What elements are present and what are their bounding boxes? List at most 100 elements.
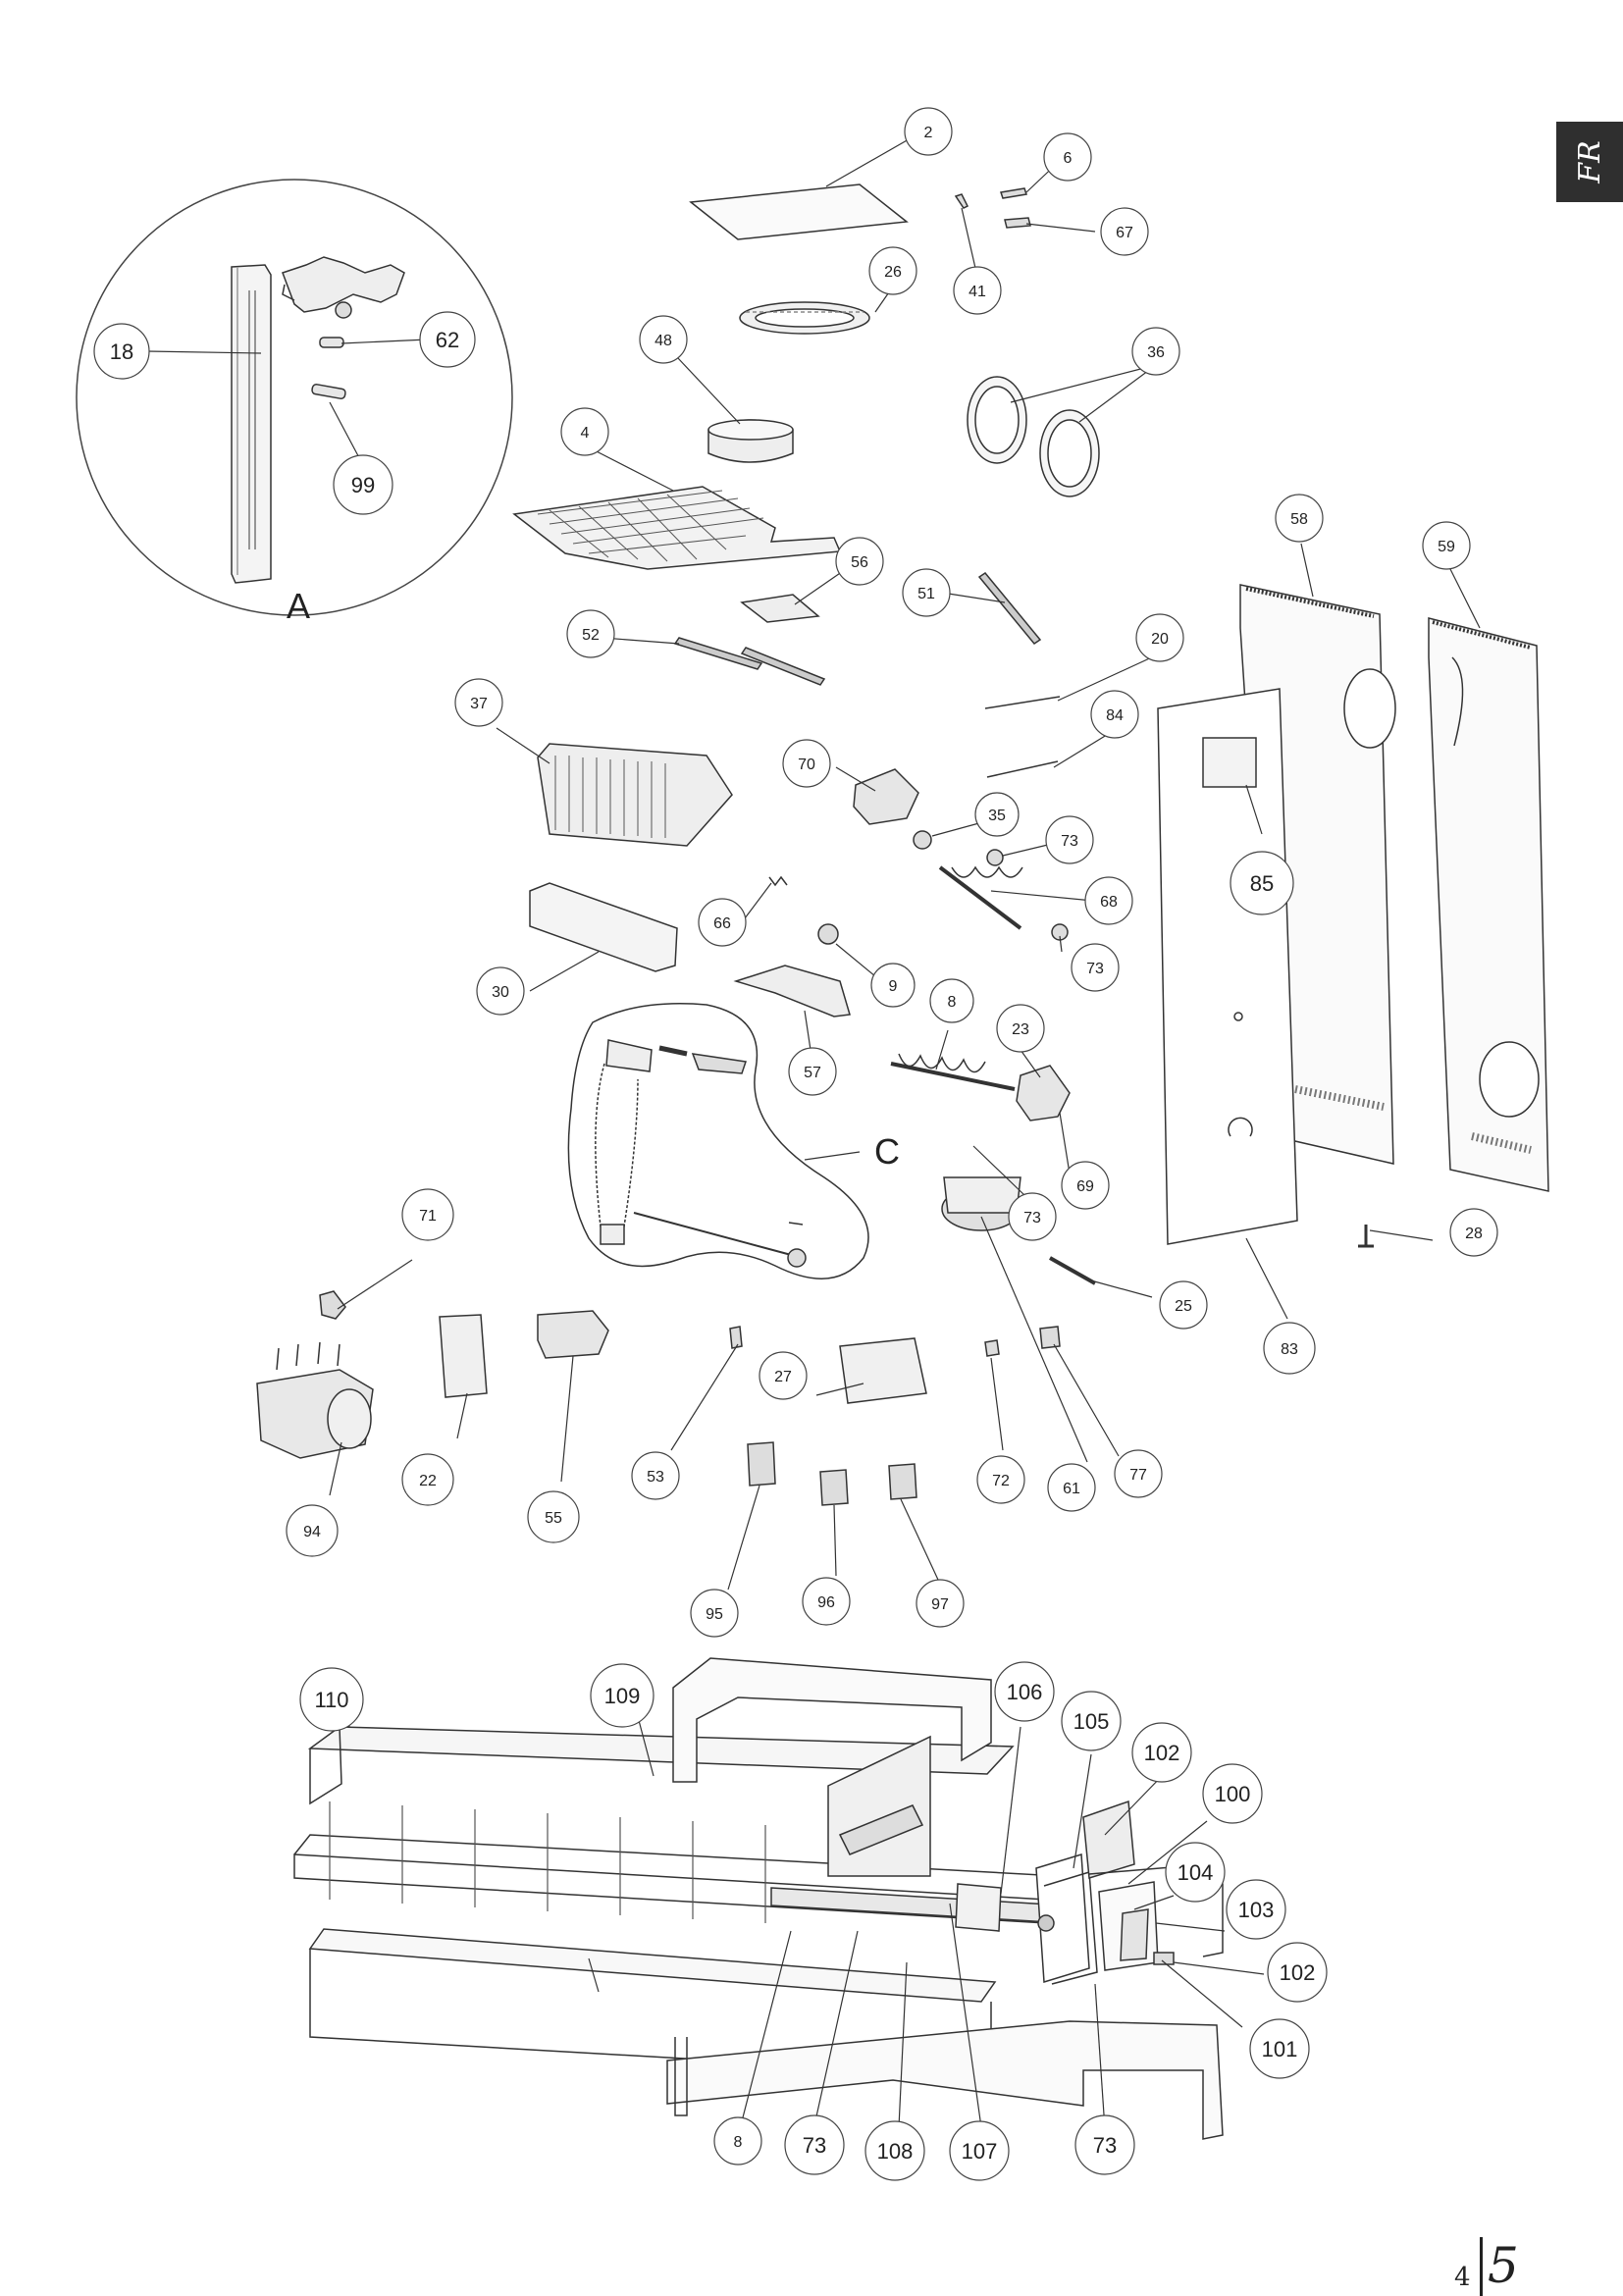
callout-c97: 97: [916, 1579, 965, 1628]
callout-circle: [1074, 2114, 1135, 2175]
callout-circle: [476, 966, 525, 1016]
callout-c106: 106: [994, 1661, 1055, 1722]
callout-c57: 57: [788, 1047, 837, 1096]
callout-circle: [902, 568, 951, 617]
callout-circle: [1084, 876, 1133, 925]
detail-c-outline: [567, 1003, 869, 1279]
callout-c73d: 73: [784, 2114, 845, 2175]
callout-circle: [788, 1047, 837, 1096]
callout-number: 8: [734, 2134, 743, 2151]
front-panel-83: [1157, 688, 1298, 1245]
callout-c109: 109: [590, 1663, 654, 1728]
callout-c62: 62: [419, 311, 476, 368]
bracket-part: [740, 594, 820, 623]
callout-circle: [93, 323, 150, 380]
callout-number: 101: [1262, 2037, 1298, 2061]
callout-circle: [527, 1490, 580, 1543]
callout-c51: 51: [902, 568, 951, 617]
detail-a-group: [76, 179, 513, 616]
callout-c48: 48: [639, 315, 688, 364]
bracket-30-part: [529, 882, 678, 972]
callout-number: 35: [988, 808, 1006, 824]
callout-number: 69: [1076, 1178, 1094, 1195]
callout-circle: [864, 2120, 925, 2181]
callout-circle: [974, 792, 1020, 837]
callout-c96: 96: [802, 1577, 851, 1626]
callout-number: 30: [492, 984, 509, 1001]
callout-number: 68: [1100, 894, 1118, 911]
callout-circle: [835, 537, 884, 586]
board-22-part: [439, 1314, 488, 1398]
callout-circle: [949, 2120, 1010, 2181]
callout-number: 22: [419, 1473, 437, 1489]
callout-c73e: 73: [1074, 2114, 1135, 2175]
callout-number: 102: [1280, 1960, 1316, 1985]
callout-circle: [1114, 1449, 1163, 1498]
callout-number: 6: [1064, 150, 1073, 167]
callout-c71: 71: [401, 1188, 454, 1241]
callout-number: 99: [351, 473, 375, 497]
callout-circle: [1100, 207, 1149, 256]
grate-hook-part: [282, 256, 405, 313]
callout-number: 84: [1106, 707, 1124, 724]
callout-number: 18: [110, 339, 133, 364]
callout-circle: [401, 1453, 454, 1506]
callout-number: 67: [1116, 225, 1133, 241]
callout-number: 52: [582, 627, 600, 644]
pin-99-part: [311, 384, 346, 399]
callout-c35: 35: [974, 792, 1020, 837]
callout-circle: [904, 107, 953, 156]
callout-number: 105: [1073, 1709, 1110, 1734]
callout-c4: 4: [560, 407, 609, 456]
callout-circle: [1045, 815, 1094, 864]
callout-number: 28: [1465, 1226, 1483, 1242]
callout-circle: [1202, 1763, 1263, 1824]
callout-circle: [1061, 1161, 1110, 1210]
callout-circle: [1090, 690, 1139, 739]
callout-circle: [286, 1504, 339, 1557]
callout-circle: [690, 1589, 739, 1638]
callout-circle: [566, 609, 615, 658]
callout-circle: [1131, 1722, 1192, 1783]
callout-c52: 52: [566, 609, 615, 658]
callout-circle: [1131, 327, 1180, 376]
callout-c107: 107: [949, 2120, 1010, 2181]
callout-circle: [698, 898, 747, 947]
callout-c23: 23: [996, 1004, 1045, 1053]
callout-number: 71: [419, 1208, 437, 1225]
callout-c67: 67: [1100, 207, 1149, 256]
callout-number: 73: [1023, 1210, 1041, 1226]
page-number-divider: [1480, 2237, 1483, 2296]
callout-c27: 27: [759, 1351, 808, 1400]
callout-c103: 103: [1226, 1879, 1286, 1940]
callout-number: 53: [647, 1469, 664, 1486]
callout-number: 4: [581, 425, 590, 442]
callout-circle: [1230, 851, 1294, 915]
callout-circle: [994, 1661, 1055, 1722]
callout-c9: 9: [870, 963, 916, 1008]
callout-c28: 28: [1449, 1208, 1498, 1257]
callout-c102a: 102: [1131, 1722, 1192, 1783]
callout-c58: 58: [1275, 494, 1324, 543]
callout-number: 100: [1215, 1782, 1251, 1806]
detail-a-circle: [76, 179, 513, 616]
callout-number: 73: [803, 2133, 826, 2158]
callout-c26: 26: [868, 246, 917, 295]
callout-c59: 59: [1422, 521, 1471, 570]
callout-number: 97: [931, 1596, 949, 1613]
callout-circle: [802, 1577, 851, 1626]
top-plate-part: [689, 183, 909, 240]
callout-c83: 83: [1263, 1322, 1316, 1375]
callout-circle: [713, 2116, 762, 2166]
callout-c102b: 102: [1267, 1942, 1328, 2003]
callout-number: 48: [654, 333, 672, 349]
callout-number: 58: [1290, 511, 1308, 528]
feed-assembly: [293, 1657, 1224, 2140]
callout-circle: [560, 407, 609, 456]
callout-circle: [1449, 1208, 1498, 1257]
callout-circle: [401, 1188, 454, 1241]
callout-number: 102: [1144, 1741, 1180, 1765]
rod-part-b: [740, 647, 826, 686]
callout-number: 110: [314, 1688, 348, 1712]
callout-circle: [868, 246, 917, 295]
